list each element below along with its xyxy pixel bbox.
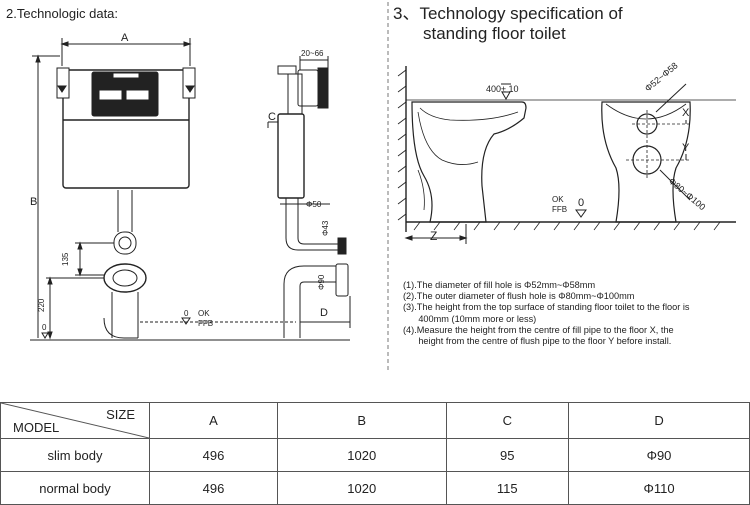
ffb-label-left: FFB <box>198 319 213 328</box>
size-header: SIZE <box>106 407 135 422</box>
toilet-spec-heading-line1: 3、Technology specification of <box>393 4 623 23</box>
table-cell: Φ110 <box>568 471 750 505</box>
model-cell: normal body <box>0 471 150 505</box>
phi43-label: Φ43 <box>321 220 330 236</box>
table-cell: 496 <box>149 438 278 472</box>
dim-20-66-label: 20~66 <box>301 49 324 58</box>
dim-220-label: 220 <box>37 298 46 312</box>
column-header: D <box>568 402 750 439</box>
note-3-cont: 400mm (10mm more or less) <box>403 313 537 324</box>
table-row: slim body 496 1020 95 Φ90 <box>0 438 750 472</box>
table-cell: 95 <box>445 438 570 472</box>
note-2: (2).The outer diameter of flush hole is … <box>403 291 635 302</box>
y-label: Y <box>682 142 690 154</box>
ffb-label-right: FFB <box>552 205 567 214</box>
table-row: normal body 496 1020 115 Φ110 <box>0 471 750 505</box>
note-3: (3).The height from the top surface of s… <box>403 302 690 313</box>
dim-d-label: D <box>320 307 328 319</box>
dim-b-label: B <box>30 196 37 208</box>
toilet-spec-heading: 3、Technology specification of standing f… <box>393 4 623 44</box>
x-label: X <box>682 107 690 119</box>
corner-diagonal <box>1 403 149 438</box>
dim-a-label: A <box>121 32 129 44</box>
phi52-58-label: Φ52~Φ58 <box>643 60 680 93</box>
dim-c-label: C <box>268 111 276 123</box>
table-corner-cell: SIZE MODEL <box>0 402 150 439</box>
separator-line <box>387 2 389 372</box>
ok-label-right: OK <box>552 195 564 204</box>
floor-zero-left: 0 <box>42 323 47 332</box>
note-4-cont: height from the centre of flush pipe to … <box>403 336 672 347</box>
cistern-diagram: A B 135 220 0 0 OK FFB <box>30 32 351 341</box>
z-label: Z <box>430 229 437 243</box>
dim-135-label: 135 <box>61 252 70 266</box>
floor-zero-center: 0 <box>184 309 189 318</box>
table-cell: 1020 <box>276 471 447 505</box>
spec-notes: (1).The diameter of fill hole is Φ52mm~Φ… <box>403 280 690 347</box>
zero-label-right: 0 <box>578 197 584 209</box>
technologic-data-heading: 2.Technologic data: <box>6 6 119 21</box>
table-cell: 496 <box>149 471 278 505</box>
table-cell: Φ90 <box>568 438 750 472</box>
height-400-label: 400± 10 <box>486 84 518 94</box>
note-1: (1).The diameter of fill hole is Φ52mm~Φ… <box>403 280 596 290</box>
model-cell: slim body <box>0 438 150 472</box>
table-cell: 115 <box>445 471 570 505</box>
toilet-spec-heading-line2: standing floor toilet <box>423 24 566 43</box>
model-header: MODEL <box>13 420 60 435</box>
column-header: A <box>149 402 278 439</box>
table-header-row: SIZE MODEL A B C D <box>0 402 750 439</box>
phi90-label: Φ90 <box>317 274 326 290</box>
ok-label-left: OK <box>198 309 210 318</box>
toilet-diagram: 400± 10 X Y Φ52~Φ58 Φ80~Φ100 OK FFB 0 Z <box>397 60 736 244</box>
column-header: C <box>445 402 570 439</box>
spec-table: SIZE MODEL A B C D slim body 496 1020 95… <box>0 402 750 505</box>
phi50-label: Φ50 <box>306 200 322 209</box>
column-header: B <box>276 402 447 439</box>
table-cell: 1020 <box>276 438 447 472</box>
note-4: (4).Measure the height from the centre o… <box>403 324 674 335</box>
